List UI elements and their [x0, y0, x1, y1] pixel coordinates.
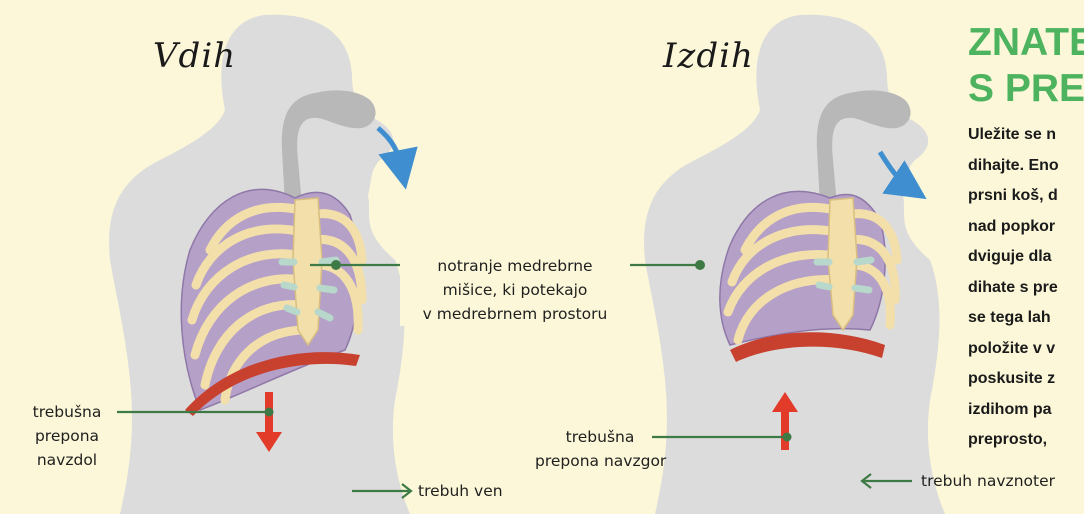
sidebar-text-line: preprosto, [968, 425, 1059, 456]
intercostal-dot-left [331, 260, 341, 270]
sidebar-title-line: ZNATE [968, 20, 1084, 66]
diaphragm-up-label: trebušna prepona navzgor [535, 425, 665, 473]
sidebar-text-line: dihate s pre [968, 273, 1059, 304]
diaphragm-down-label-line: trebušna [20, 400, 114, 424]
belly-out-label: trebuh ven [418, 479, 503, 503]
intercostal-label: notranje medrebrne mišice, ki potekajo v… [400, 254, 630, 326]
intercostal-label-line: notranje medrebrne [400, 254, 630, 278]
sidebar-text-line: izdihom pa [968, 395, 1059, 426]
sidebar-text-line: dihajte. Eno [968, 151, 1059, 182]
belly-in-label: trebuh navznoter [921, 469, 1055, 493]
intercostal-dot-right [695, 260, 705, 270]
sidebar-title-line: S PREI [968, 66, 1084, 112]
intercostal-label-line: mišice, ki potekajo [400, 278, 630, 302]
sidebar-text-line: se tega lah [968, 303, 1059, 334]
exhale-title: Izdih [663, 36, 754, 76]
diaphragm-down-dot [265, 408, 274, 417]
diaphragm-up-label-line: trebušna [535, 425, 665, 449]
sidebar-text-line: prsni koš, d [968, 181, 1059, 212]
diaphragm-down-label-line: navzdol [20, 448, 114, 472]
exhale-sternum [828, 198, 857, 330]
sidebar-text-line: dviguje dla [968, 242, 1059, 273]
diaphragm-up-label-line: prepona navzgor [535, 449, 665, 473]
sidebar-title: ZNATE S PREI [968, 20, 1084, 112]
diaphragm-down-label: trebušna prepona navzdol [20, 400, 114, 472]
sidebar-text-line: Uležite se n [968, 120, 1059, 151]
intercostal-label-line: v medrebrnem prostoru [400, 302, 630, 326]
sidebar-text-line: nad popkor [968, 212, 1059, 243]
diaphragm-down-label-line: prepona [20, 424, 114, 448]
inhale-title: Vdih [153, 36, 236, 76]
sidebar-text-line: položite v v [968, 334, 1059, 365]
inhale-sternum [293, 198, 322, 345]
sidebar-text: Uležite se n dihajte. Eno prsni koš, d n… [968, 120, 1059, 456]
diaphragm-up-dot [783, 433, 792, 442]
sidebar-text-line: poskusite z [968, 364, 1059, 395]
